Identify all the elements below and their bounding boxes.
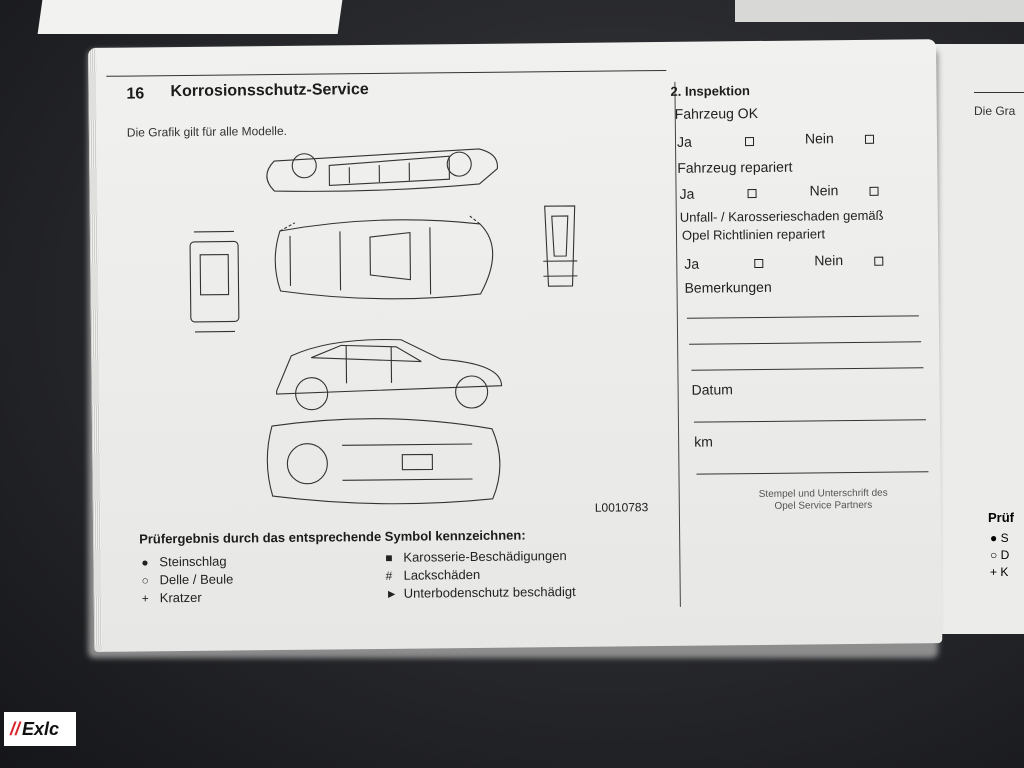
- watermark-logo: //Exlc: [4, 712, 76, 746]
- question-vehicle-ok: Fahrzeug OK: [674, 104, 759, 122]
- right-legend-item: ○ D: [990, 548, 1010, 562]
- right-legend-title: Prüf: [988, 510, 1014, 525]
- date-line[interactable]: [693, 419, 926, 423]
- km-line[interactable]: [696, 471, 929, 475]
- remarks-label: Bemerkungen: [684, 278, 772, 296]
- remarks-line-1[interactable]: [686, 315, 919, 319]
- right-subtitle: Die Gra: [974, 104, 1016, 118]
- question-vehicle-repaired: Fahrzeug repariert: [677, 158, 793, 176]
- no-label: Nein: [814, 252, 844, 269]
- manual-page: 16 Korrosionsschutz-Service Die Grafik g…: [88, 39, 943, 652]
- checkbox-q3-no[interactable]: [874, 256, 884, 266]
- question-accident-line2: Opel Richtlinien repariert: [681, 226, 826, 243]
- checkbox-q2-yes[interactable]: [747, 189, 757, 199]
- date-label: Datum: [691, 381, 733, 398]
- legend-item-dent: ○Delle / Beule: [141, 571, 234, 588]
- no-label: Nein: [809, 182, 839, 199]
- checkbox-q3-yes[interactable]: [754, 258, 764, 269]
- logo-bars-icon: //: [10, 718, 21, 739]
- stamp-caption: Stempel und Unterschrift des Opel Servic…: [758, 487, 888, 512]
- hollow-circle-icon: ○: [141, 573, 149, 588]
- hash-icon: #: [385, 568, 393, 583]
- remarks-line-2[interactable]: [689, 341, 922, 345]
- car-rear-view-drawing: [543, 205, 578, 287]
- car-front-view: [189, 230, 240, 333]
- inspection-title: 2. Inspektion: [670, 83, 751, 99]
- page-title: Korrosionsschutz-Service: [170, 81, 369, 101]
- question-accident-line1: Unfall- / Karosserieschaden gemäß: [679, 207, 884, 225]
- yes-label: Ja: [679, 185, 695, 202]
- paper-top-left: [37, 0, 343, 34]
- no-label: Nein: [804, 130, 834, 147]
- checkbox-q1-yes[interactable]: [744, 137, 755, 147]
- right-legend-item: ● S: [990, 531, 1009, 545]
- car-plan-view: [274, 215, 494, 300]
- legend-item-stone-chip: ●Steinschlag: [141, 553, 227, 570]
- page-number: 16: [126, 85, 145, 103]
- car-inspection-diagram: [189, 148, 503, 505]
- km-label: km: [694, 433, 713, 450]
- car-underbody-view: [266, 418, 501, 505]
- legend-item-scratch: +Kratzer: [141, 589, 202, 606]
- figure-code: L0010783: [594, 500, 649, 515]
- plus-icon: +: [141, 591, 149, 606]
- legend-item-body-damage: ■Karosserie-Beschädigungen: [385, 548, 567, 565]
- triangle-right-icon: ►: [385, 586, 398, 601]
- checkbox-q1-no[interactable]: [864, 134, 875, 144]
- yes-label: Ja: [684, 255, 700, 272]
- right-legend-list: ● S ○ D + K: [990, 530, 1009, 581]
- right-header-line: [974, 92, 1024, 93]
- remarks-line-3[interactable]: [691, 367, 924, 371]
- filled-circle-icon: ●: [141, 555, 149, 570]
- legend-item-paint-damage: #Lackschäden: [385, 566, 481, 583]
- legend-title: Prüfergebnis durch das entsprechende Sym…: [139, 527, 526, 547]
- header-rule: [106, 69, 667, 77]
- car-side-view: [276, 338, 503, 411]
- paper-top-right: [735, 0, 1024, 22]
- legend-item-underbody-damage: ►Unterbodenschutz beschädigt: [385, 583, 576, 601]
- checkbox-q2-no[interactable]: [869, 186, 879, 196]
- yes-label: Ja: [676, 133, 692, 150]
- filled-square-icon: ■: [385, 550, 393, 565]
- car-roof-view: [266, 148, 498, 192]
- right-legend-item: + K: [990, 565, 1009, 579]
